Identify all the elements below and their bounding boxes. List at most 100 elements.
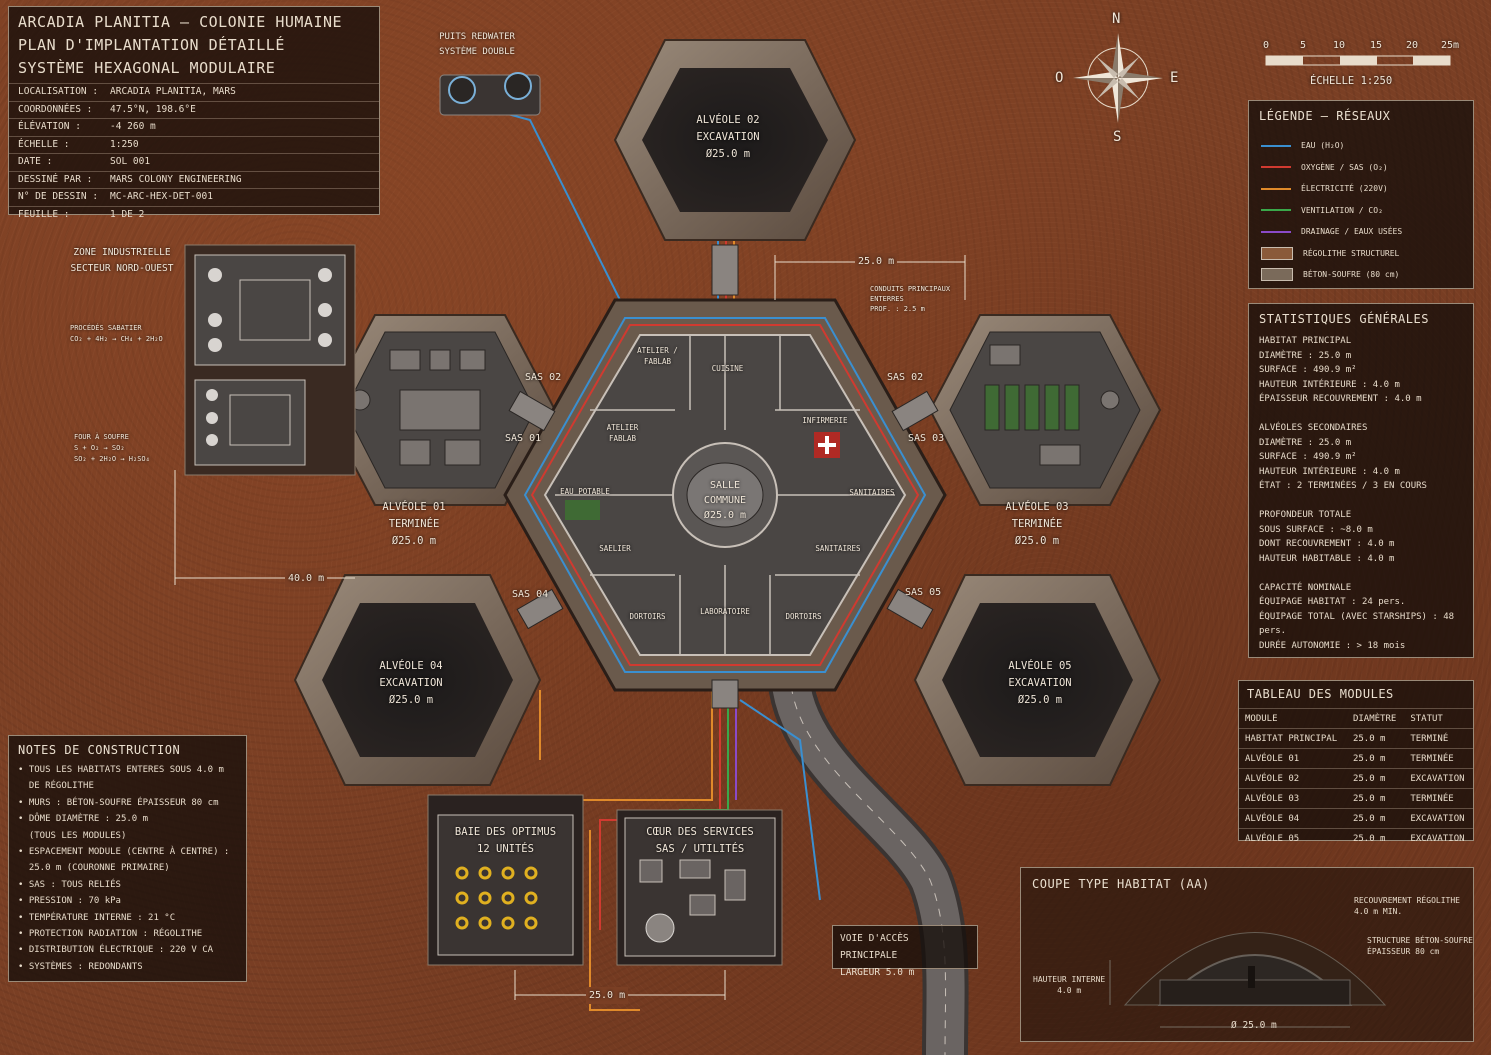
stats-line: DURÉE AUTONOMIE : > 18 mois <box>1259 640 1406 651</box>
scale-bar <box>1265 55 1451 66</box>
legend-item: OXYGÈNE / SAS (O₂) <box>1261 157 1402 179</box>
stats-line: DIAMÈTRE : 25.0 m <box>1259 437 1352 448</box>
info-row: COORDONNÉES :47.5°N, 198.6°E <box>9 100 379 119</box>
scale-tick: 0 <box>1263 40 1270 51</box>
note-line: 25.0 m (COURONNE PRIMAIRE) <box>18 863 170 874</box>
stats-title: STATISTIQUES GÉNÉRALES <box>1259 312 1429 326</box>
airlock-connectors <box>508 244 939 709</box>
legend-panel: LÉGENDE – RÉSEAUX EAU (H₂O) OXYGÈNE / SA… <box>1248 100 1474 289</box>
title-block: ARCADIA PLANITIA – COLONIE HUMAINE PLAN … <box>8 6 380 220</box>
room-laboratoire: LABORATOIRE <box>700 607 750 616</box>
stats-line: HAUTEUR HABITABLE : 4.0 m <box>1259 553 1395 564</box>
optimus-bay <box>427 794 584 966</box>
stats-line: CAPACITÉ NOMINALE <box>1259 582 1352 593</box>
stats-line <box>1259 566 1473 581</box>
stats-line: HAUTEUR INTÉRIEURE : 4.0 m <box>1259 379 1400 390</box>
note-line: • MURS : BÉTON-SOUFRE ÉPAISSEUR 80 cm <box>18 797 219 808</box>
stats-line: ÉTAT : 2 TERMINÉES / 3 EN COURS <box>1259 481 1427 491</box>
room-sanitaires-2: SANITAIRES <box>815 544 861 553</box>
compass-south: S <box>1113 129 1122 145</box>
note-line: • DÔME DIAMÈTRE : 25.0 m <box>18 814 149 825</box>
stats-line: DONT RECOUVREMENT : 4.0 m <box>1259 539 1395 549</box>
legend-swatch-concrete <box>1261 268 1293 282</box>
section-title: COUPE TYPE HABITAT (AA) <box>1032 877 1210 891</box>
sas-03-label: SAS 03 <box>908 433 945 444</box>
alveole-03-structure <box>928 314 1162 506</box>
room-infirmerie: INFIRMERIE <box>802 416 848 425</box>
info-table: LOCALISATION :ARCADIA PLANITIA, MARS COO… <box>9 83 379 223</box>
alveole-02-structure <box>613 39 857 241</box>
note-line: • ESPACEMENT MODULE (CENTRE À CENTRE) : <box>18 847 230 858</box>
notes-title: NOTES DE CONSTRUCTION <box>18 743 181 757</box>
legend-line-oxygen <box>1261 166 1291 169</box>
alveole-05-structure <box>913 574 1162 786</box>
info-row: FEUILLE :1 DE 2 <box>9 205 379 224</box>
section-diameter: Ø 25.0 m <box>1231 1020 1277 1031</box>
modules-title: TABLEAU DES MODULES <box>1247 687 1394 701</box>
dimension-25m-bottom: 25.0 m <box>586 987 629 1004</box>
compass-east: E <box>1170 70 1179 86</box>
stats-line: SOUS SURFACE : ~8.0 m <box>1259 524 1373 535</box>
title-line-2: PLAN D'IMPLANTATION DÉTAILLÉ <box>18 36 285 54</box>
note-line: • PRESSION : 70 kPa <box>18 896 121 907</box>
stats-line: ÉPAISSEUR RECOUVREMENT : 4.0 m <box>1259 394 1422 404</box>
stats-line <box>1259 494 1473 509</box>
alveole-01-structure <box>323 314 557 506</box>
legend-item: RÉGOLITHE STRUCTUREL <box>1261 243 1402 265</box>
legend-title: LÉGENDE – RÉSEAUX <box>1259 109 1391 123</box>
stats-line <box>1259 407 1473 422</box>
compass-rose <box>1073 33 1163 123</box>
dimension-25m-top: 25.0 m <box>855 253 898 270</box>
note-line: • SAS : TOUS RELIÉS <box>18 879 121 890</box>
note-line: • TEMPÉRATURE INTERNE : 21 °C <box>18 912 176 923</box>
legend-line-water <box>1261 144 1291 147</box>
dimension-40m: 40.0 m <box>285 570 328 587</box>
note-line: • DISTRIBUTION ÉLECTRIQUE : 220 V CA <box>18 945 214 956</box>
stats-line: PROFONDEUR TOTALE <box>1259 510 1352 520</box>
title-line-3: SYSTÈME HEXAGONAL MODULAIRE <box>18 59 276 77</box>
legend-line-electric <box>1261 187 1291 190</box>
alveole-04-structure <box>293 574 542 786</box>
legend-swatch-regolith <box>1261 246 1293 260</box>
scale-tick: 15 <box>1370 40 1383 51</box>
legend-line-ventilation <box>1261 209 1291 212</box>
legend-item: DRAINAGE / EAUX USÉES <box>1261 221 1402 243</box>
legend-line-drainage <box>1261 230 1291 233</box>
note-line: (TOUS LES MODULES) <box>18 830 127 841</box>
compass-west: O <box>1055 70 1064 86</box>
room-cuisine: CUISINE <box>711 364 744 373</box>
notes-lines: • TOUS LES HABITATS ENTERES SOUS 4.0 m D… <box>18 762 229 975</box>
scale-tick: 5 <box>1300 40 1307 51</box>
sas-05-label: SAS 05 <box>905 587 942 598</box>
stats-line: ALVÉOLES SECONDAIRES <box>1259 423 1368 433</box>
room-sanitaires-1: SANITAIRES <box>849 488 895 497</box>
room-atelier-3: SAELIER <box>599 544 631 553</box>
note-line: DE RÉGOLITHE <box>18 781 94 792</box>
section-panel: COUPE TYPE HABITAT (AA) RECOUVREMENT RÉG… <box>1020 867 1474 1042</box>
stats-line: DIAMÈTRE : 25.0 m <box>1259 350 1352 361</box>
info-row: DESSINÉ PAR :MARS COLONY ENGINEERING <box>9 170 379 189</box>
legend-item: EAU (H₂O) <box>1261 135 1402 157</box>
scale-tick: 25m <box>1441 40 1460 51</box>
compass-north: N <box>1112 11 1121 27</box>
legend-item: BÉTON-SOUFRE (80 cm) <box>1261 264 1402 286</box>
